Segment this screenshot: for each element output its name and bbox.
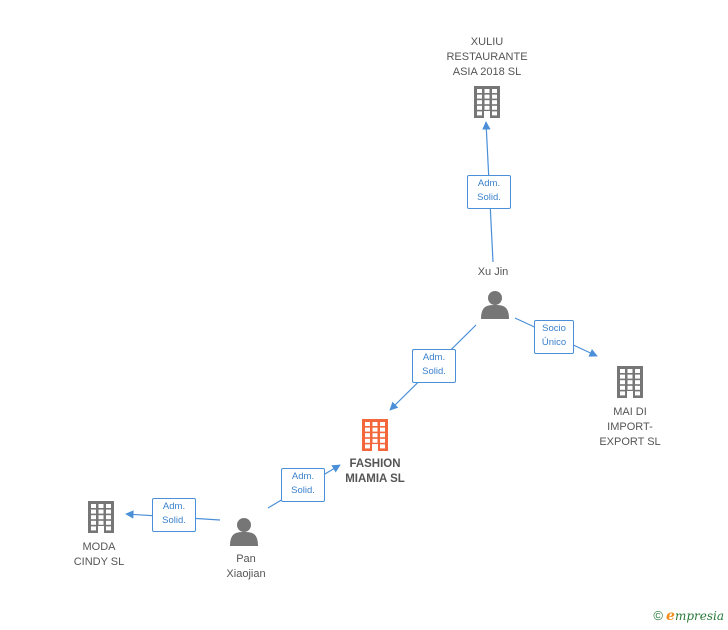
- building-icon[interactable]: [362, 419, 388, 451]
- node-label-fashion[interactable]: FASHION MIAMIA SL: [330, 457, 420, 487]
- copyright-icon: ©: [653, 608, 664, 623]
- building-icon[interactable]: [617, 366, 643, 398]
- relation-label-line: Solid.: [291, 485, 315, 496]
- relation-label-line: Único: [541, 337, 567, 348]
- node-label-line: FASHION: [349, 458, 401, 470]
- building-icon[interactable]: [474, 86, 500, 118]
- node-label-xujin[interactable]: Xu Jin: [463, 265, 523, 280]
- node-label-line: MAI DI: [613, 406, 647, 418]
- node-label-line: MODA: [82, 541, 116, 553]
- relation-label-line: Adm.: [162, 501, 186, 512]
- relation-label-pan-fashion[interactable]: Adm. Solid.: [281, 468, 325, 502]
- empresia-logo: ©empresia: [653, 608, 724, 624]
- node-label-line: EXPORT SL: [599, 436, 661, 448]
- node-label-line: Xu Jin: [477, 266, 509, 278]
- person-icon[interactable]: [481, 291, 509, 319]
- node-label-line: Xiaojian: [226, 568, 266, 580]
- node-label-line: RESTAURANTE: [446, 51, 528, 63]
- relation-label-line: Solid.: [162, 515, 186, 526]
- building-icon[interactable]: [88, 501, 114, 533]
- relation-label-line: Socio: [542, 323, 566, 334]
- node-label-line: ASIA 2018 SL: [452, 66, 522, 78]
- person-icon[interactable]: [230, 518, 258, 546]
- node-label-line: Pan: [236, 553, 256, 565]
- node-label-line: XULIU: [470, 36, 504, 48]
- node-label-line: CINDY SL: [73, 556, 125, 568]
- relation-label-line: Adm.: [291, 471, 315, 482]
- relation-label-line: Adm.: [477, 178, 501, 189]
- node-label-mai[interactable]: MAI DI IMPORT- EXPORT SL: [585, 405, 675, 450]
- node-label-moda[interactable]: MODA CINDY SL: [59, 540, 139, 570]
- node-label-xuliu[interactable]: XULIU RESTAURANTE ASIA 2018 SL: [432, 35, 542, 80]
- relation-label-line: Solid.: [477, 192, 501, 203]
- relation-label-line: Adm.: [422, 352, 446, 363]
- relation-label-pan-moda[interactable]: Adm. Solid.: [152, 498, 196, 532]
- node-label-line: IMPORT-: [607, 421, 653, 433]
- relation-label-line: Solid.: [422, 366, 446, 377]
- relation-label-xujin-xuliu[interactable]: Adm. Solid.: [467, 175, 511, 209]
- relation-label-xujin-fashion[interactable]: Adm. Solid.: [412, 349, 456, 383]
- node-label-line: MIAMIA SL: [345, 473, 405, 485]
